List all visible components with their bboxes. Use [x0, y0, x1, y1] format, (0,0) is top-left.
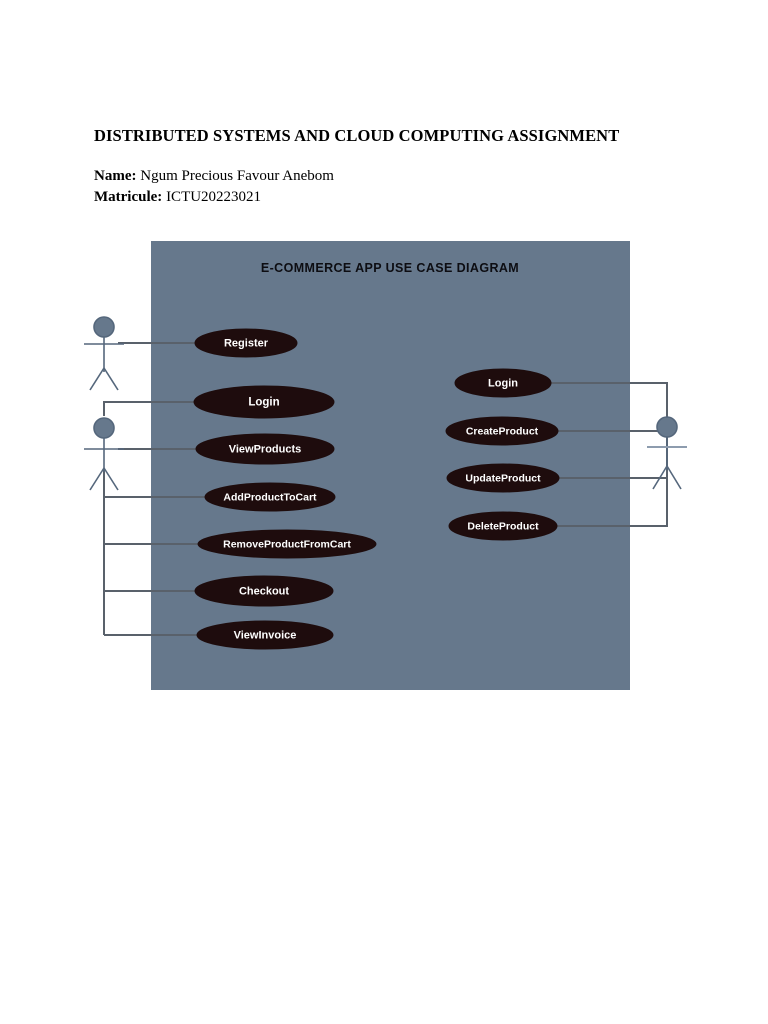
- use-case-group-right: LoginCreateProductUpdateProductDeletePro…: [445, 368, 560, 541]
- use-case-ellipse: [196, 620, 334, 650]
- use-case-deleteproduct[interactable]: DeleteProduct: [448, 511, 558, 541]
- use-case-ellipse: [454, 368, 552, 398]
- student-name-label: Name:: [94, 168, 137, 184]
- use-case-label: ViewInvoice: [234, 629, 297, 641]
- actor-head-icon: [93, 417, 115, 439]
- actor-head-icon: [656, 416, 678, 438]
- actor-leg-left-line: [652, 465, 668, 490]
- use-case-updateproduct[interactable]: UpdateProduct: [446, 463, 560, 493]
- actor-customer-top[interactable]: [84, 316, 124, 391]
- use-case-createproduct[interactable]: CreateProduct: [445, 416, 559, 446]
- use-case-label: Checkout: [239, 585, 289, 597]
- use-case-label: RemoveProductFromCart: [223, 538, 351, 550]
- use-case-checkout[interactable]: Checkout: [194, 575, 334, 607]
- actor-leg-left-line: [89, 467, 105, 491]
- system-boundary-panel: [149, 239, 632, 692]
- document-header: DISTRIBUTED SYSTEMS AND CLOUD COMPUTING …: [94, 126, 694, 208]
- use-case-ellipse: [204, 482, 336, 512]
- use-case-label: Login: [488, 377, 518, 389]
- matricule-label: Matricule:: [94, 189, 163, 205]
- use-case-ellipse: [193, 385, 335, 419]
- connector-admin-login: [551, 382, 668, 420]
- actor-leg-right-line: [103, 367, 119, 391]
- use-case-ellipse: [197, 529, 377, 559]
- use-case-viewproducts[interactable]: ViewProducts: [195, 433, 335, 465]
- use-case-label: DeleteProduct: [467, 520, 539, 532]
- use-case-addproducttocart[interactable]: AddProductToCart: [204, 482, 336, 512]
- connector-login: [103, 401, 198, 416]
- actor-leg-right-line: [666, 465, 682, 490]
- matricule-line: Matricule: ICTU20223021: [94, 187, 694, 208]
- use-case-register[interactable]: Register: [194, 328, 298, 358]
- diagram-title: E-COMMERCE APP USE CASE DIAGRAM: [261, 261, 519, 275]
- use-case-ellipse: [445, 416, 559, 446]
- connector-lines-right: [551, 382, 668, 527]
- student-name-line: Name: Ngum Precious Favour Anebom: [94, 166, 694, 187]
- use-case-login[interactable]: Login: [454, 368, 552, 398]
- use-case-label: UpdateProduct: [465, 472, 541, 484]
- actor-leg-right-line: [103, 467, 119, 491]
- use-case-ellipse: [194, 575, 334, 607]
- actor-head-icon: [93, 316, 115, 338]
- use-case-label: Register: [224, 337, 269, 349]
- student-name-value: Ngum Precious Favour Anebom: [140, 168, 334, 184]
- use-case-label: CreateProduct: [466, 425, 539, 437]
- matricule-value: ICTU20223021: [166, 189, 262, 205]
- use-case-ellipse: [195, 433, 335, 465]
- connector-admin-deleteproduct: [557, 470, 668, 527]
- use-case-removeproductfromcart[interactable]: RemoveProductFromCart: [197, 529, 377, 559]
- use-case-ellipse: [448, 511, 558, 541]
- use-case-viewinvoice[interactable]: ViewInvoice: [196, 620, 334, 650]
- actor-leg-left-line: [89, 367, 105, 391]
- connector-lines-left: [103, 342, 207, 636]
- use-case-label: AddProductToCart: [223, 491, 317, 503]
- actor-customer-bottom[interactable]: [84, 417, 124, 491]
- use-case-ellipse: [194, 328, 298, 358]
- page-title: DISTRIBUTED SYSTEMS AND CLOUD COMPUTING …: [94, 126, 620, 145]
- use-case-label: Login: [248, 397, 279, 409]
- use-case-label: ViewProducts: [229, 443, 302, 455]
- actor-admin[interactable]: [647, 416, 687, 490]
- use-case-group-left: RegisterLoginViewProductsAddProductToCar…: [193, 328, 377, 650]
- use-case-login[interactable]: Login: [193, 385, 335, 419]
- use-case-ellipse: [446, 463, 560, 493]
